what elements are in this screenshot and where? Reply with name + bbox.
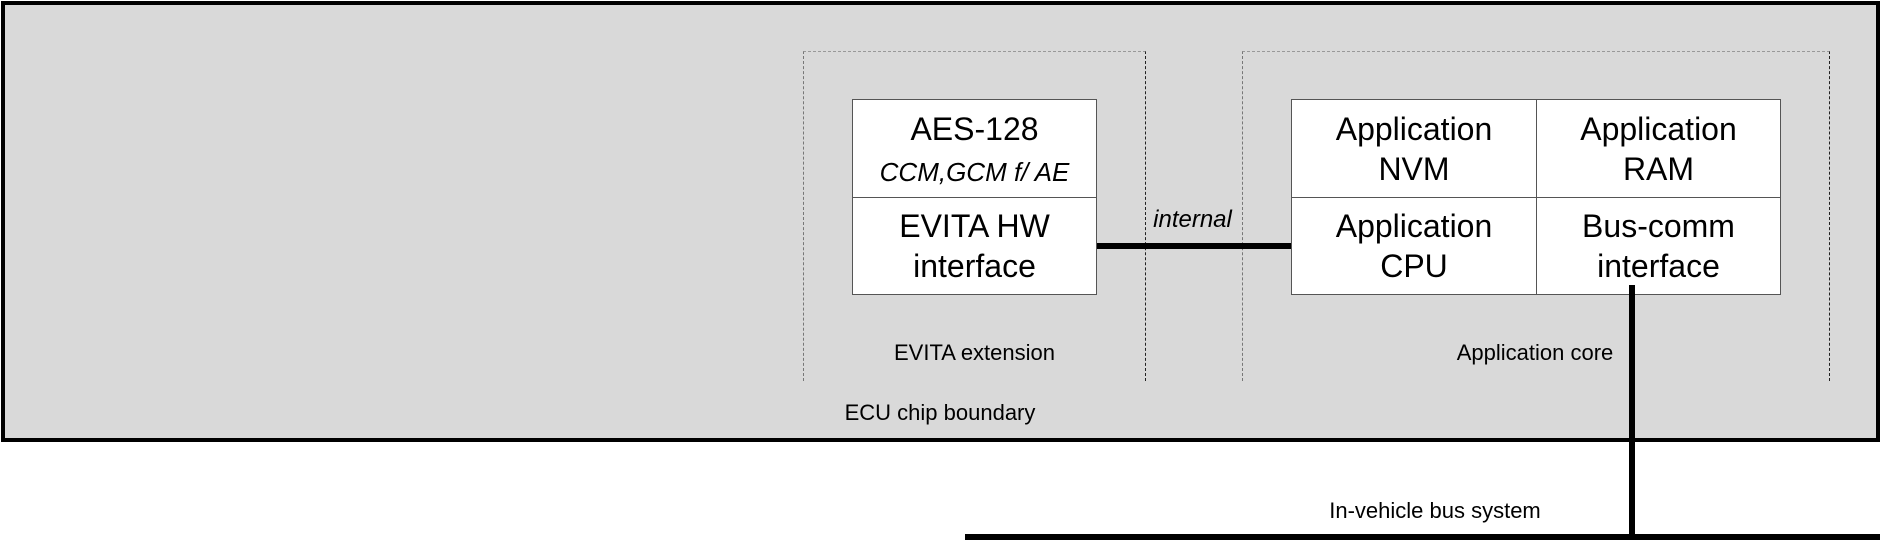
aes-128-title: AES-128 bbox=[910, 110, 1039, 147]
ecu-chip-boundary-label: ECU chip boundary bbox=[844, 400, 1036, 425]
evita-hw-interface-block: EVITA HW interface bbox=[852, 197, 1097, 295]
evita-hw-interface-title: EVITA HW interface bbox=[899, 208, 1050, 284]
bus-comm-interface-title: Bus-comm interface bbox=[1582, 208, 1735, 284]
evita-extension-label: EVITA extension bbox=[893, 340, 1055, 365]
application-ram-title: Application RAM bbox=[1580, 110, 1737, 187]
application-nvm-title: Application NVM bbox=[1335, 110, 1493, 187]
bus-drop-line bbox=[1629, 285, 1635, 539]
application-ram-block: Application RAM bbox=[1536, 99, 1781, 198]
in-vehicle-bus-label: In-vehicle bus system bbox=[1329, 498, 1541, 523]
internal-link-line bbox=[1097, 243, 1291, 249]
internal-link-label: internal bbox=[1153, 206, 1232, 233]
aes-128-block: AES-128 CCM,GCM f/ AE bbox=[852, 99, 1097, 198]
application-cpu-block: Application CPU bbox=[1291, 197, 1537, 295]
aes-128-subtitle: CCM,GCM f/ AE bbox=[879, 156, 1070, 187]
bus-comm-interface-block: Bus-comm interface bbox=[1536, 197, 1781, 295]
application-core-label: Application core bbox=[1456, 340, 1614, 365]
in-vehicle-bus-line bbox=[965, 534, 1880, 540]
application-nvm-block: Application NVM bbox=[1291, 99, 1537, 198]
application-cpu-title: Application CPU bbox=[1335, 208, 1493, 284]
evita-extension-region bbox=[803, 51, 1146, 381]
application-core-region bbox=[1242, 51, 1830, 381]
